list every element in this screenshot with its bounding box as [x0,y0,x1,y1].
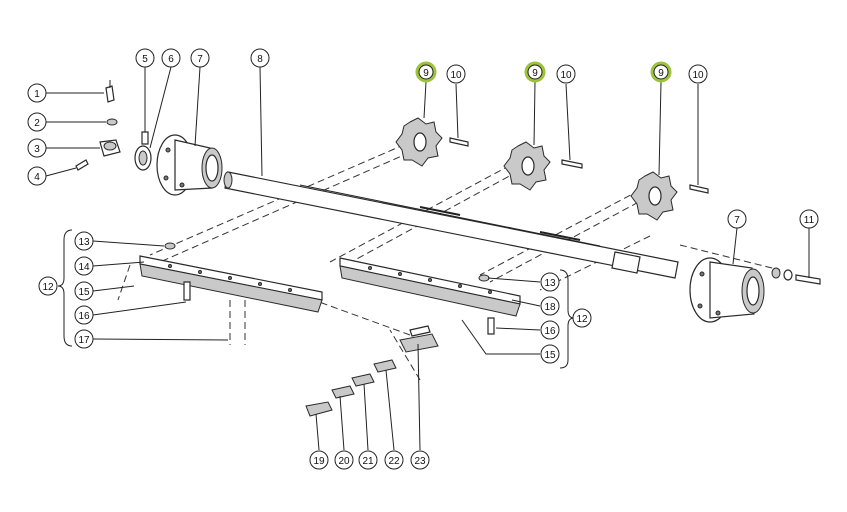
callout-16-left: 16 [74,305,94,325]
svg-text:12: 12 [42,282,54,293]
callout-16-right: 16 [540,320,560,340]
callout-19: 19 [309,450,329,470]
svg-text:7: 7 [197,54,203,65]
flange-hub-right [689,257,765,323]
callout-9-middle: 9 [524,61,546,83]
bolt-right [771,267,821,285]
svg-text:13: 13 [544,278,556,289]
scraper-bar-right [339,257,521,335]
sprocket-left [395,117,443,167]
callout-7-left: 7 [190,48,210,68]
svg-text:15: 15 [544,350,556,361]
callout-17: 17 [74,329,94,349]
callout-13-left: 13 [74,231,94,251]
callout-10-left: 10 [446,64,466,84]
sprocket-right [630,171,678,221]
callout-15-left: 15 [74,281,94,301]
callout-21: 21 [358,450,378,470]
callout-11: 11 [799,209,819,229]
svg-text:12: 12 [576,314,588,325]
callout-23: 23 [410,450,430,470]
main-shaft [223,171,679,279]
callout-18: 18 [540,296,560,316]
leader-lines [45,66,810,451]
svg-text:14: 14 [78,262,90,273]
callout-12-left: 12 [38,276,58,296]
svg-text:22: 22 [388,456,400,467]
svg-text:17: 17 [78,335,90,346]
callout-9-left: 9 [415,61,437,83]
callout-7-right: 7 [727,209,747,229]
svg-text:18: 18 [544,302,556,313]
callout-12-right: 12 [572,308,592,328]
small-parts-left [75,80,152,171]
svg-text:21: 21 [362,456,374,467]
keys [449,137,709,194]
svg-text:3: 3 [34,144,40,155]
svg-text:11: 11 [804,215,815,226]
svg-text:10: 10 [692,70,704,81]
callout-4: 4 [27,166,47,186]
svg-text:10: 10 [450,70,462,81]
callout-6: 6 [161,48,181,68]
svg-text:15: 15 [78,287,90,298]
flange-hub-left [156,134,223,196]
callout-10-middle: 10 [556,64,576,84]
svg-text:19: 19 [313,456,325,467]
callouts: 1 2 3 4 5 6 7 8 9 10 9 10 9 10 7 11 13 1… [27,48,819,470]
sprocket-middle [503,141,551,191]
callout-14: 14 [74,256,94,276]
svg-text:2: 2 [34,118,40,129]
svg-text:23: 23 [414,456,426,467]
callout-22: 22 [384,450,404,470]
callout-9-right: 9 [650,61,672,83]
callout-20: 20 [334,450,354,470]
scraper-bar-left [139,242,323,313]
svg-text:6: 6 [168,54,174,65]
svg-text:10: 10 [560,70,572,81]
svg-text:4: 4 [34,172,40,183]
callout-2: 2 [27,112,47,132]
svg-text:13: 13 [78,237,90,248]
svg-text:20: 20 [338,456,350,467]
svg-text:1: 1 [34,89,40,100]
callout-5: 5 [135,48,155,68]
callout-1: 1 [27,83,47,103]
callout-13-right: 13 [540,272,560,292]
clip-parts [305,325,439,417]
svg-text:16: 16 [78,311,90,322]
svg-text:8: 8 [257,54,263,65]
callout-10-right: 10 [688,64,708,84]
svg-text:9: 9 [532,68,538,79]
callout-15-right: 15 [540,344,560,364]
svg-text:16: 16 [544,326,556,337]
svg-text:7: 7 [734,215,740,226]
callout-3: 3 [27,138,47,158]
svg-text:5: 5 [142,54,148,65]
svg-text:9: 9 [658,68,664,79]
callout-8: 8 [250,48,270,68]
svg-text:9: 9 [423,68,429,79]
